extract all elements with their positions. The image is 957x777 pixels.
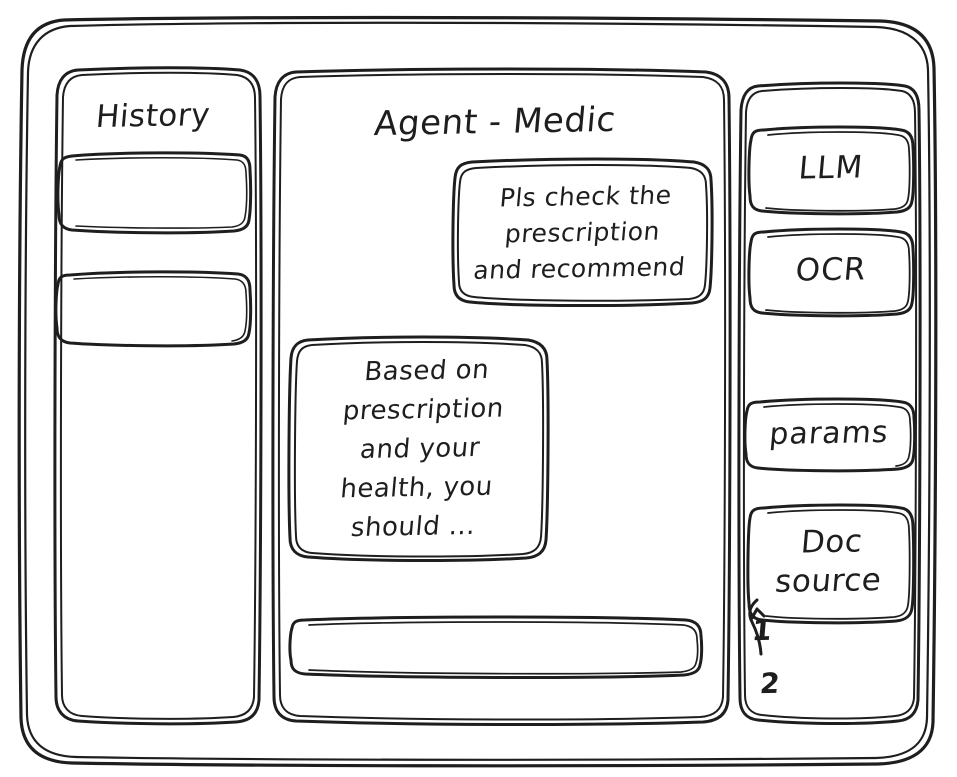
- history-list-item[interactable]: [58, 153, 248, 228]
- doc-source-ref-2[interactable]: 2: [758, 666, 782, 701]
- tool-button-params[interactable]: params: [767, 415, 891, 453]
- history-list-item[interactable]: [58, 270, 248, 340]
- tool-button-llm[interactable]: LLM: [797, 148, 865, 187]
- chat-message-assistant: Based on prescription and your health, y…: [339, 354, 506, 543]
- doc-source-box[interactable]: Doc source: [773, 523, 883, 600]
- chat-message-user: Pls check the prescription and recommend: [472, 180, 687, 285]
- doc-source-ref-1[interactable]: 1: [750, 613, 774, 648]
- agent-panel-title: Agent - Medic: [372, 99, 618, 145]
- tool-button-ocr[interactable]: OCR: [794, 250, 868, 289]
- history-panel-title: History: [94, 97, 212, 135]
- message-input[interactable]: [290, 618, 702, 672]
